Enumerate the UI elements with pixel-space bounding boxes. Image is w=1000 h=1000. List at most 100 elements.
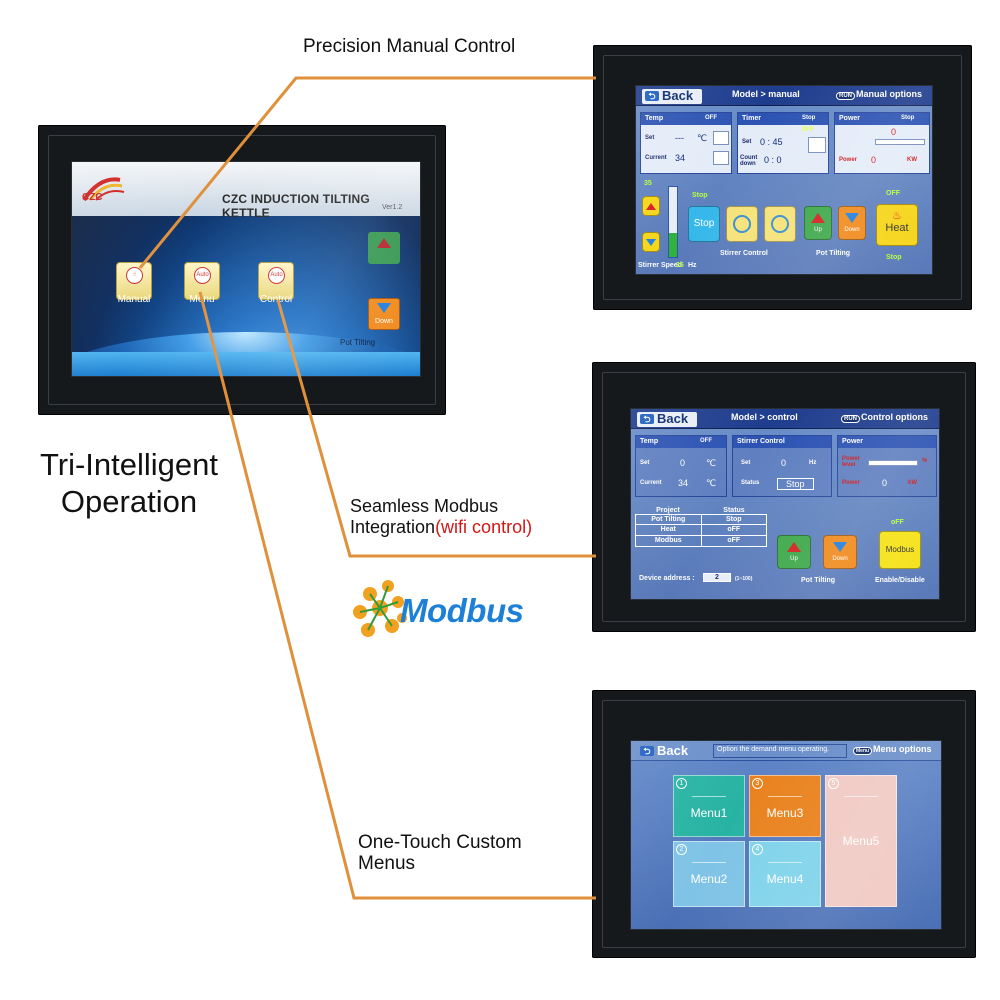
- up-button[interactable]: [368, 232, 400, 264]
- timer-countdown-value: 0 : 0: [764, 155, 782, 165]
- power-value: 0: [882, 478, 888, 488]
- arrow-up-icon: [787, 542, 801, 552]
- callout-menus-line2: Menus: [358, 853, 416, 874]
- breadcrumb: Model > manual: [732, 89, 800, 99]
- temp-title: Temp: [641, 113, 731, 125]
- enable-disable-label: Enable/Disable: [875, 577, 925, 584]
- timer-countdown-label: Count down: [740, 155, 758, 167]
- power-level-label: Power level: [842, 456, 861, 468]
- leader-manual: [138, 76, 596, 269]
- tile-number: 3: [752, 778, 763, 789]
- address-input[interactable]: 2: [703, 573, 731, 582]
- tile-number: 2: [676, 844, 687, 855]
- modbus-logo-text: Modbus: [400, 592, 524, 629]
- tile-divider: [692, 862, 726, 863]
- heat-bottom-status: Stop: [886, 254, 902, 261]
- menu-tile-5[interactable]: 5 Menu5: [825, 775, 897, 907]
- address-label: Device address :: [639, 575, 695, 582]
- tilt-down-button[interactable]: Down: [823, 535, 857, 569]
- table-header-row: Project Status: [635, 507, 767, 514]
- power-value: 0: [871, 155, 877, 165]
- run-badge: RUN: [836, 92, 855, 100]
- temp-current-toggle[interactable]: [713, 151, 729, 165]
- arrow-down-icon: [833, 542, 847, 552]
- power-bar: [875, 139, 925, 145]
- table-row: Modbus oFF: [635, 536, 767, 547]
- temp-current-value: 34: [678, 478, 689, 488]
- tilt-down-label: Down: [832, 556, 848, 562]
- table-cell: Heat: [636, 525, 702, 535]
- menu-tile-2[interactable]: 2 Menu2: [673, 841, 745, 907]
- modbus-button[interactable]: Modbus: [879, 531, 921, 569]
- temp-set-value: ---: [675, 133, 684, 143]
- menu-tile-1[interactable]: 1 Menu1: [673, 775, 745, 837]
- power-unit: kW: [908, 480, 917, 486]
- timer-set-value: 0 : 45: [760, 137, 783, 147]
- manual-screen-bezel: ⮌Back Model > manual RUN Manual options …: [593, 45, 972, 310]
- temp-set-label: Set: [640, 460, 650, 466]
- tile-number: 1: [676, 778, 687, 789]
- options-label: Control options: [861, 412, 928, 422]
- stop-button[interactable]: Stop: [688, 206, 720, 242]
- tilt-up-button[interactable]: Up: [777, 535, 811, 569]
- stop-status: Stop: [692, 192, 708, 199]
- back-button[interactable]: ⮌Back: [637, 412, 697, 427]
- power-section: Power Power level % Power 0 kW: [837, 435, 937, 497]
- stir-forward-button[interactable]: [764, 206, 796, 242]
- tilt-down-button[interactable]: Down: [838, 206, 866, 240]
- tilt-up-button[interactable]: Up: [804, 206, 832, 240]
- power-unit: KW: [907, 157, 917, 163]
- breadcrumb: Model > control: [731, 412, 798, 422]
- status-table: Project Status Pot Tilting Stop Heat oFF…: [635, 507, 767, 547]
- flame-icon: ♨: [892, 210, 902, 222]
- back-button[interactable]: ⮌Back: [637, 744, 697, 759]
- heat-button[interactable]: ♨ Heat: [876, 204, 918, 246]
- control-label: Control: [259, 294, 293, 305]
- menu-tile-4[interactable]: 4 Menu4: [749, 841, 821, 907]
- callout-precision: Precision Manual Control: [303, 36, 516, 57]
- temp-title: Temp: [636, 436, 726, 448]
- timer-state: Stop: [802, 115, 816, 121]
- speed-top-value: 35: [644, 180, 652, 187]
- tile-number: 5: [828, 778, 839, 789]
- headline-line1: Tri-Intelligent: [39, 447, 219, 482]
- timer-section: Timer Stop OFF Set 0 : 45 Count down 0 :…: [737, 112, 829, 174]
- manual-label: Manual: [117, 294, 151, 305]
- menu-badge: Menu: [853, 747, 873, 755]
- arrow-up-icon: [377, 238, 391, 248]
- temp-state: OFF: [700, 438, 712, 444]
- tile-divider: [844, 796, 878, 797]
- speed-up-button[interactable]: [642, 196, 660, 216]
- stirrer-unit: Hz: [809, 460, 817, 466]
- stirrer-status-value: Stop: [777, 478, 814, 490]
- timer-toggle[interactable]: [808, 137, 826, 153]
- temp-current-unit: ℃: [706, 478, 717, 488]
- power-state: Stop: [901, 115, 915, 121]
- temp-section: Temp OFF Set 0 ℃ Current 34 ℃: [635, 435, 727, 497]
- stirrer-control-label: Stirrer Control: [720, 250, 768, 257]
- pot-tilting-label: Pot Tilting: [340, 338, 376, 347]
- temp-unit: ℃: [697, 133, 708, 143]
- table-cell: Modbus: [636, 536, 702, 546]
- tile-divider: [768, 862, 802, 863]
- down-label: Down: [375, 318, 393, 325]
- power-section: Power Stop 0 Power 0 KW: [834, 112, 930, 174]
- back-button[interactable]: ⮌Back: [642, 89, 702, 104]
- temp-state: OFF: [705, 115, 717, 121]
- table-row: Pot Tilting Stop: [635, 514, 767, 525]
- stir-reverse-button[interactable]: [726, 206, 758, 242]
- speed-down-button[interactable]: [642, 232, 660, 252]
- timer-status: OFF: [802, 127, 814, 133]
- options-label: Manual options: [856, 89, 922, 99]
- control-button[interactable]: Auto: [258, 262, 294, 300]
- temp-set-toggle[interactable]: [713, 131, 729, 145]
- power-title: Power: [838, 436, 936, 448]
- manual-button[interactable]: ☝: [116, 262, 152, 300]
- menu-tile-3[interactable]: 3 Menu3: [749, 775, 821, 837]
- control-screen-bezel: ⮌Back Model > control RUN Control option…: [592, 362, 976, 632]
- table-cell: oFF: [727, 526, 741, 533]
- down-button[interactable]: Down: [368, 298, 400, 330]
- tilt-up-label: Up: [814, 227, 822, 233]
- brand-logo-icon: [82, 177, 125, 202]
- manual-header: ⮌Back Model > manual RUN Manual options: [636, 86, 932, 106]
